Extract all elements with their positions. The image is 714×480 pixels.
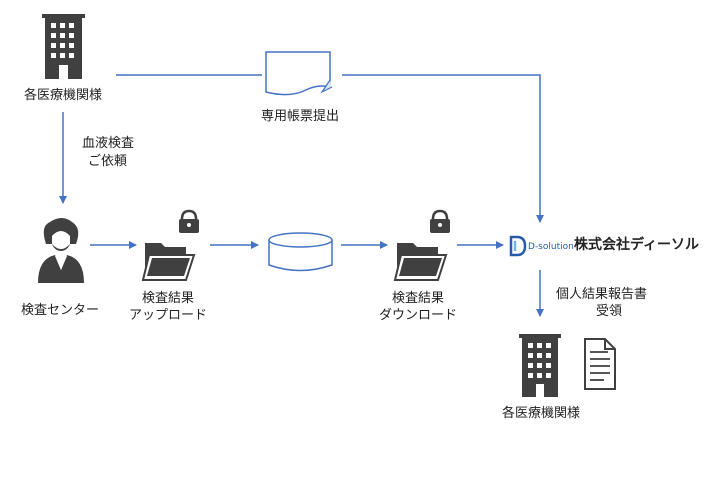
- arrow-form-to-company: [342, 74, 544, 223]
- form-submit-label: 専用帳票提出: [260, 109, 339, 124]
- upload-label-2: アップロード: [128, 308, 207, 323]
- lock-icon: [430, 209, 450, 233]
- building-icon: [519, 334, 561, 397]
- personal-report-label-1: 個人結果報告書: [556, 287, 648, 302]
- upload-label-1: 検査結果: [141, 291, 194, 306]
- building-icon: [42, 14, 85, 79]
- blood-request-label-2: ご依頼: [88, 154, 128, 169]
- lock-icon: [179, 209, 199, 233]
- company-logo-icon: [509, 235, 527, 257]
- folder-icon: [393, 243, 448, 281]
- person-icon: [38, 218, 84, 283]
- document-icon: [265, 51, 333, 96]
- report-icon: [584, 338, 616, 390]
- company-logo-text: D-solution: [528, 242, 574, 252]
- folder-icon: [141, 243, 196, 281]
- database-icon: [268, 232, 333, 272]
- company-name: 株式会社ディーソル: [574, 237, 700, 253]
- personal-report-label-2: 受領: [596, 304, 623, 319]
- hospital-top-label: 各医療機関様: [23, 88, 102, 103]
- download-label-2: ダウンロード: [378, 308, 457, 323]
- hospital-bottom-label: 各医療機関様: [501, 406, 580, 421]
- test-center-label: 検査センター: [20, 303, 99, 318]
- blood-request-label-1: 血液検査: [82, 136, 135, 151]
- download-label-1: 検査結果: [391, 291, 444, 306]
